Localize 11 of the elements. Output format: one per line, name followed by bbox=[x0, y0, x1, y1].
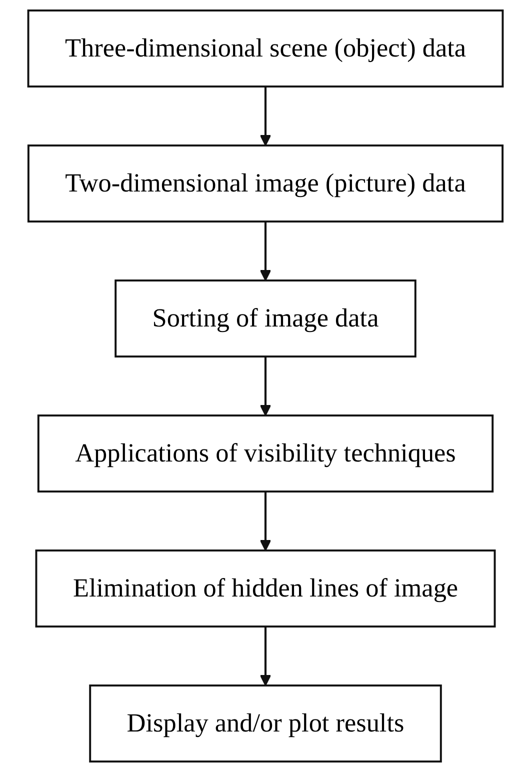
node-box: Sorting of image data bbox=[114, 280, 416, 358]
node-box: Three-dimensional scene (object) data bbox=[27, 10, 504, 88]
node-box: Two-dimensional image (picture) data bbox=[27, 144, 504, 222]
node-box: Display and/or plot results bbox=[89, 684, 442, 762]
arrow bbox=[260, 86, 272, 146]
arrow bbox=[260, 492, 272, 552]
node-box: Elimination of hidden lines of image bbox=[35, 550, 496, 628]
arrow bbox=[260, 626, 272, 686]
node-box: Applications of visibility techniques bbox=[37, 414, 494, 492]
arrow bbox=[260, 356, 272, 416]
arrow bbox=[260, 222, 272, 282]
